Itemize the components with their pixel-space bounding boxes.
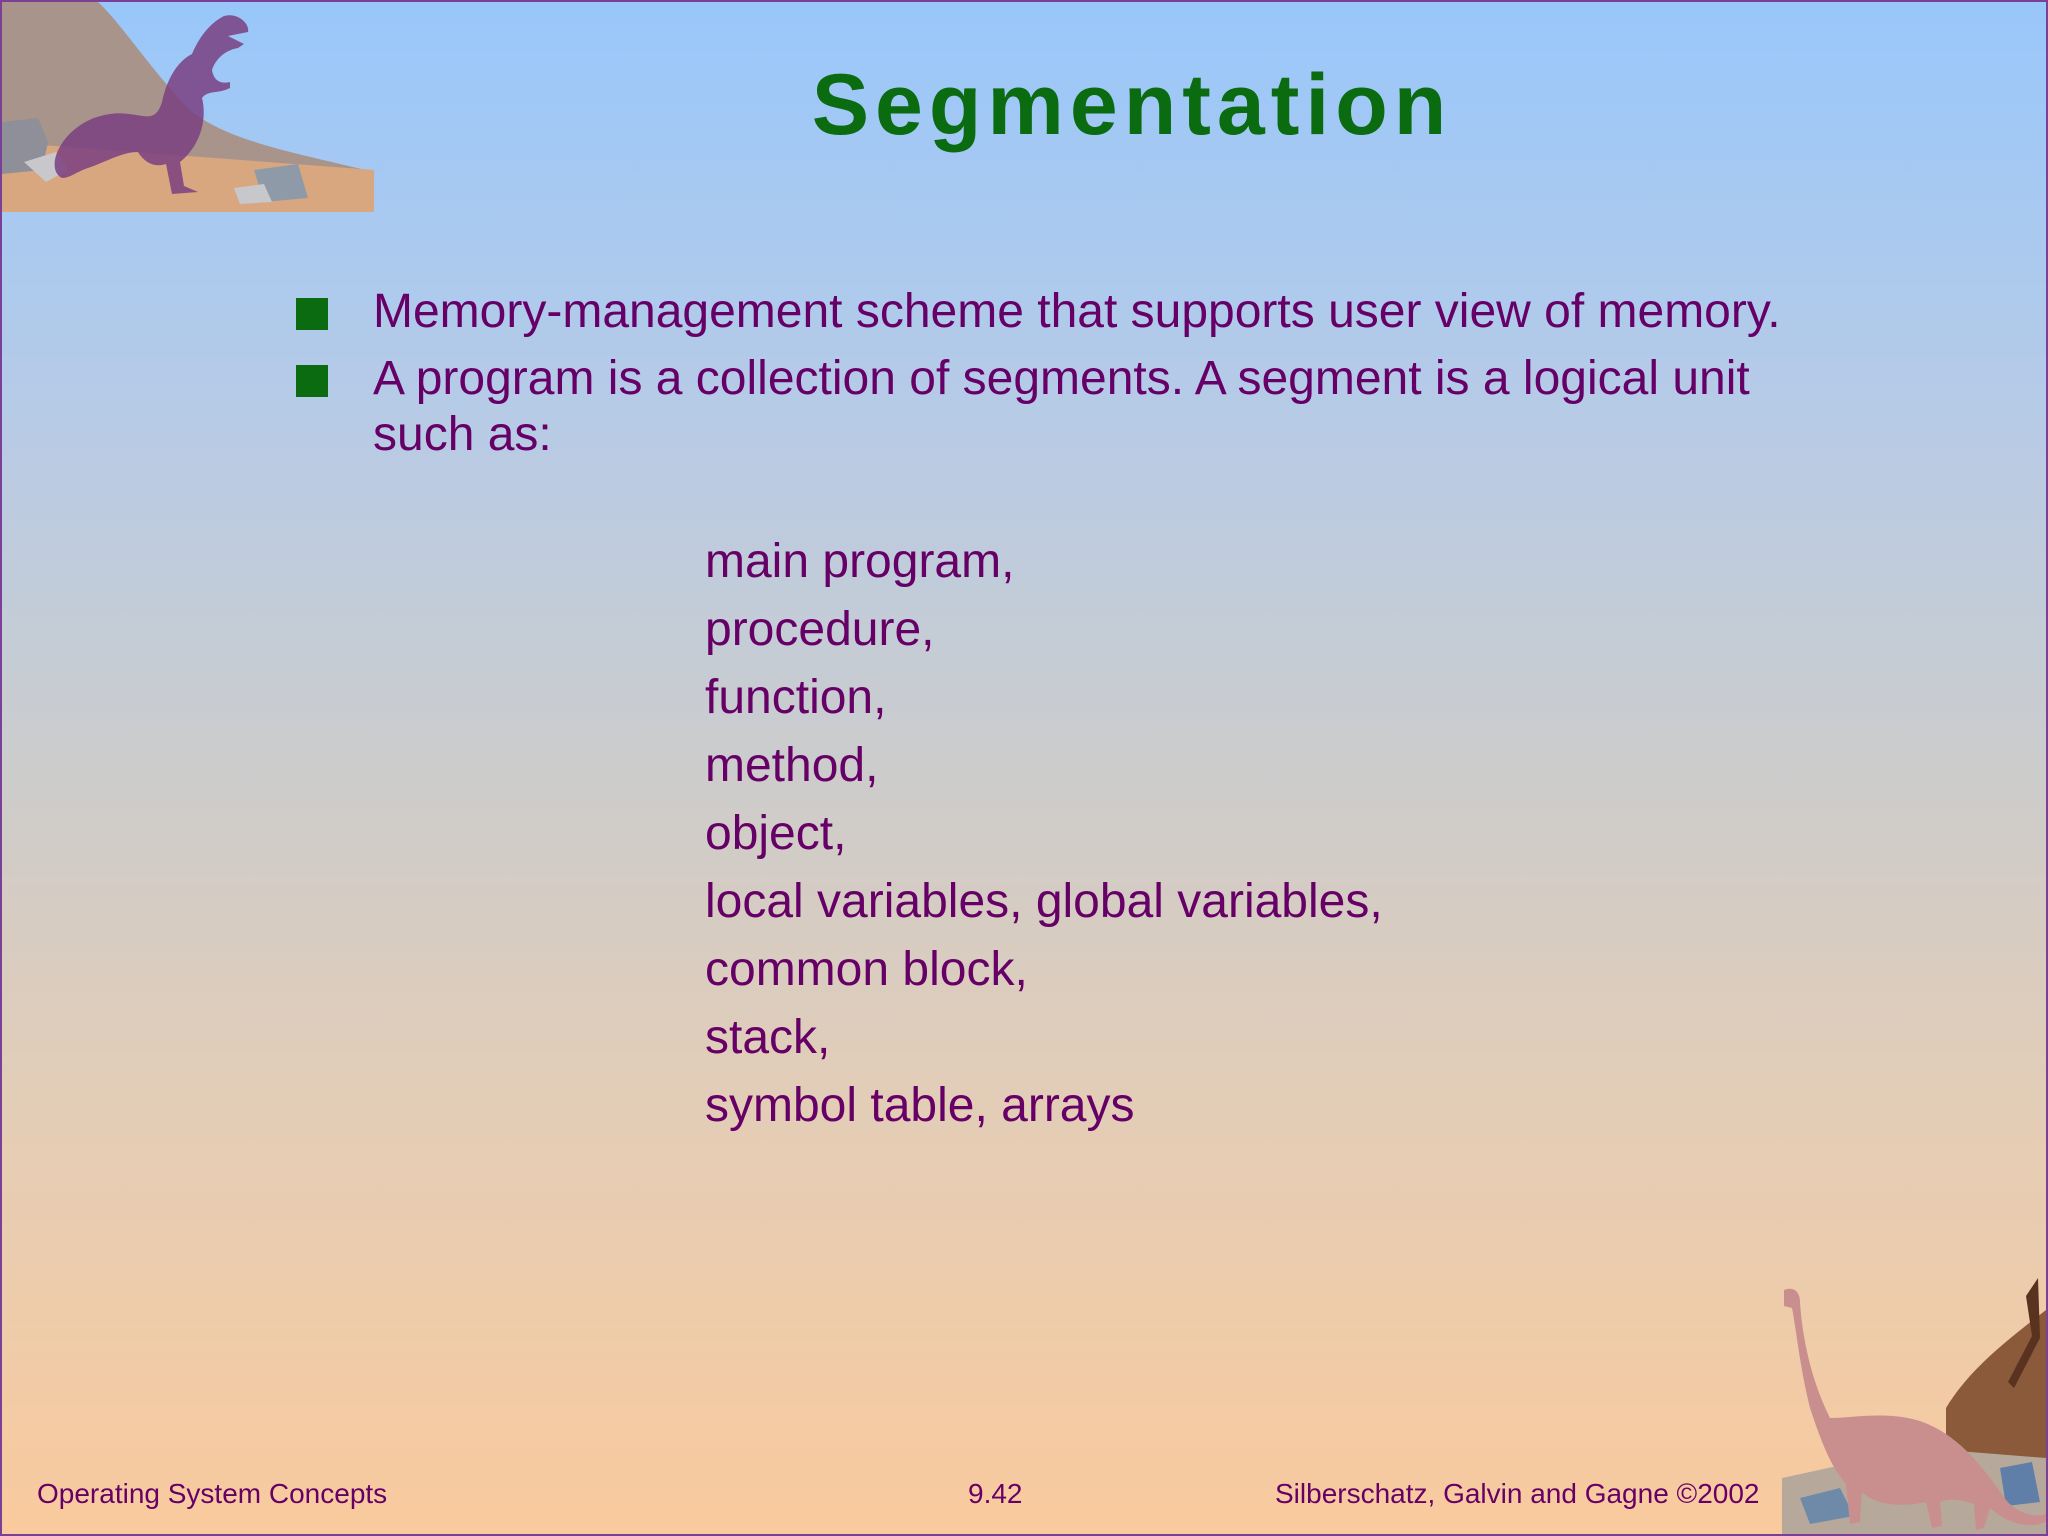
bullet-text: Memory-management scheme that supports u… bbox=[373, 285, 1781, 338]
list-item: method, bbox=[705, 739, 879, 792]
footer-course-title: Operating System Concepts bbox=[37, 1478, 388, 1509]
bullet-text: A program is a collection of segments. A… bbox=[373, 352, 1750, 461]
list-item: local variables, global variables, bbox=[705, 875, 1383, 928]
brontosaurus-illustration-icon bbox=[1782, 1278, 2046, 1534]
list-item: procedure, bbox=[705, 603, 935, 656]
segment-unit-list: main program, procedure, function, metho… bbox=[705, 528, 1383, 1140]
footer-copyright: Silberschatz, Galvin and Gagne ©2002 bbox=[1275, 1478, 1760, 1509]
bullet-list: Memory-management scheme that supports u… bbox=[296, 284, 1796, 474]
list-item: function, bbox=[705, 671, 887, 724]
footer-slide-number: 9.42 bbox=[968, 1478, 1023, 1509]
bullet-item: A program is a collection of segments. A… bbox=[296, 351, 1796, 463]
square-bullet-icon bbox=[296, 298, 328, 330]
list-item: symbol table, arrays bbox=[705, 1079, 1135, 1132]
list-item: object, bbox=[705, 807, 847, 860]
square-bullet-icon bbox=[296, 365, 328, 397]
list-item: common block, bbox=[705, 943, 1028, 996]
list-item: main program, bbox=[705, 535, 1015, 588]
bullet-item: Memory-management scheme that supports u… bbox=[296, 284, 1796, 340]
tyrannosaurus-illustration-icon bbox=[2, 2, 374, 212]
list-item: stack, bbox=[705, 1011, 831, 1064]
slide-title: Segmentation bbox=[811, 57, 1453, 153]
